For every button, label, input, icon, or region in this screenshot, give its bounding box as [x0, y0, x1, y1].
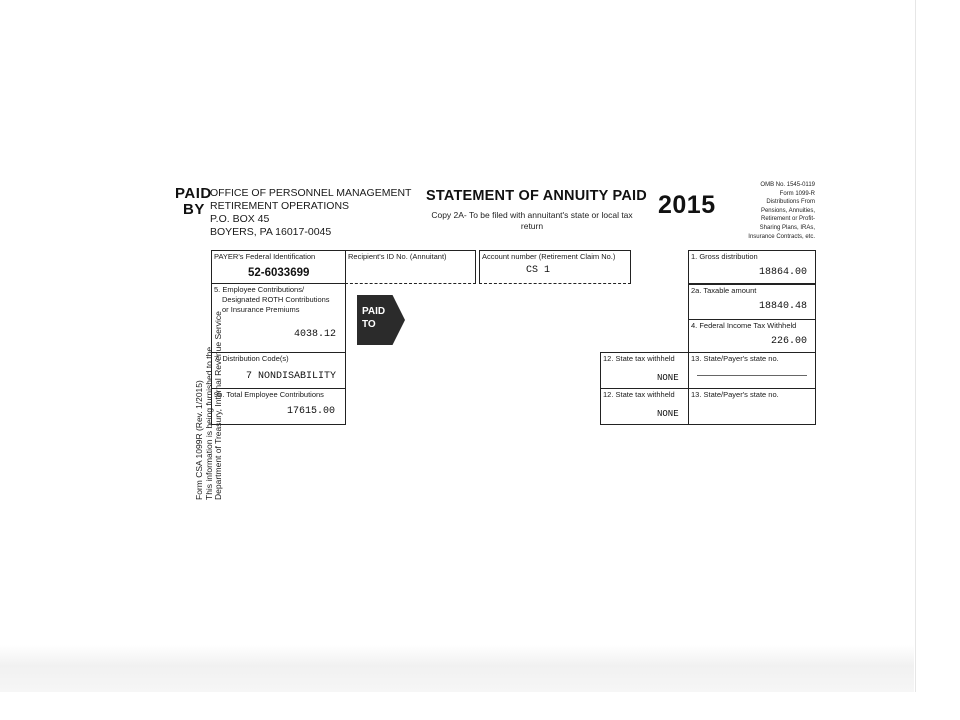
state-payer-no-label: 13. State/Payer's state no.	[691, 390, 779, 399]
paid-word: PAID	[175, 185, 212, 202]
distribution-code-label: 7. Distribution Code(s)	[214, 354, 289, 363]
total-employee-contributions-label: 9b. Total Employee Contributions	[214, 390, 324, 399]
omb-line: Insurance Contracts, etc.	[748, 233, 815, 240]
label-line: Designated ROTH Contributions	[222, 295, 330, 304]
omb-line: Distributions From	[766, 199, 815, 206]
paid-to-line-1: PAID	[362, 306, 386, 317]
paid-by-label: PAID BY	[175, 186, 212, 218]
employee-contributions-value: 4038.12	[294, 329, 337, 340]
taxable-amount-box: 2a. Taxable amount 18840.48	[688, 284, 816, 320]
employee-contributions-label: 5. Employee Contributions/ Designated RO…	[214, 285, 330, 315]
state-tax-withheld-box-1: 12. State tax withheld NONE	[600, 352, 689, 389]
account-number-label: Account number (Retirement Claim No.)	[482, 252, 616, 261]
taxable-amount-value: 18840.48	[759, 301, 808, 312]
state-tax-withheld-value: NONE	[657, 409, 679, 419]
omb-line: Retirement or Profit-	[760, 216, 815, 223]
gross-distribution-value: 18864.00	[759, 267, 808, 278]
payer-federal-id-label: PAYER's Federal Identification	[214, 252, 316, 261]
payer-federal-id-value: 52-6033699	[248, 267, 310, 279]
by-word: BY	[183, 201, 205, 218]
omb-line: Sharing Plans, IRAs,	[759, 224, 815, 231]
copy-note: Copy 2A- To be filed with annuitant's st…	[431, 210, 633, 231]
state-tax-withheld-label: 12. State tax withheld	[603, 354, 675, 363]
employee-contributions-box: 5. Employee Contributions/ Designated RO…	[211, 283, 346, 353]
total-employee-contributions-value: 17615.00	[287, 406, 336, 417]
label-line: or Insurance Premiums	[222, 305, 300, 314]
total-employee-contributions-box: 9b. Total Employee Contributions 17615.0…	[211, 388, 346, 425]
state-payer-no-box-1: 13. State/Payer's state no.	[688, 352, 816, 389]
tax-year: 2015	[658, 191, 716, 219]
label-line: 5. Employee Contributions/	[214, 285, 305, 294]
form-title: STATEMENT OF ANNUITY PAID	[426, 188, 647, 204]
distribution-code-value: 7 NONDISABILITY	[246, 371, 337, 382]
recipient-id-label: Recipient's ID No. (Annuitant)	[348, 252, 447, 261]
scan-shadow-band	[0, 645, 914, 692]
distribution-code-box: 7. Distribution Code(s) 7 NONDISABILITY	[211, 352, 346, 389]
gross-distribution-label: 1. Gross distribution	[691, 252, 758, 261]
state-payer-no-label: 13. State/Payer's state no.	[691, 354, 779, 363]
state-payer-no-line	[697, 375, 807, 376]
omb-block: OMB No. 1545-0119 Form 1099-R Distributi…	[735, 181, 815, 241]
federal-tax-withheld-box: 4. Federal Income Tax Withheld 226.00	[688, 319, 816, 353]
account-number-value: CS 1	[526, 265, 551, 276]
gross-distribution-box: 1. Gross distribution 18864.00	[688, 250, 816, 284]
omb-line: OMB No. 1545-0119	[760, 182, 815, 188]
page-edge	[915, 0, 916, 692]
federal-tax-withheld-label: 4. Federal Income Tax Withheld	[691, 321, 797, 330]
federal-tax-withheld-value: 226.00	[771, 336, 808, 347]
payer-city: BOYERS, PA 16017-0045	[210, 226, 332, 238]
omb-line: Form 1099-R	[779, 190, 815, 197]
payer-name: OFFICE OF PERSONNEL MANAGEMENT	[210, 187, 412, 199]
paid-to-arrow: PAID TO	[357, 295, 405, 345]
state-tax-withheld-label: 12. State tax withheld	[603, 390, 675, 399]
paid-to-line-2: TO	[362, 319, 376, 330]
payer-dept: RETIREMENT OPERATIONS	[210, 200, 350, 212]
state-tax-withheld-value: NONE	[657, 373, 679, 383]
account-number-box: Account number (Retirement Claim No.) CS…	[479, 250, 631, 284]
state-tax-withheld-box-2: 12. State tax withheld NONE	[600, 388, 689, 425]
recipient-id-box: Recipient's ID No. (Annuitant)	[345, 250, 476, 284]
omb-line: Pensions, Annuities,	[760, 207, 815, 214]
payer-address: OFFICE OF PERSONNEL MANAGEMENT RETIREMEN…	[210, 187, 411, 239]
payer-federal-id-box: PAYER's Federal Identification 52-603369…	[211, 250, 346, 284]
state-payer-no-box-2: 13. State/Payer's state no.	[688, 388, 816, 425]
taxable-amount-label: 2a. Taxable amount	[691, 286, 757, 295]
payer-po-box: P.O. BOX 45	[210, 213, 270, 225]
